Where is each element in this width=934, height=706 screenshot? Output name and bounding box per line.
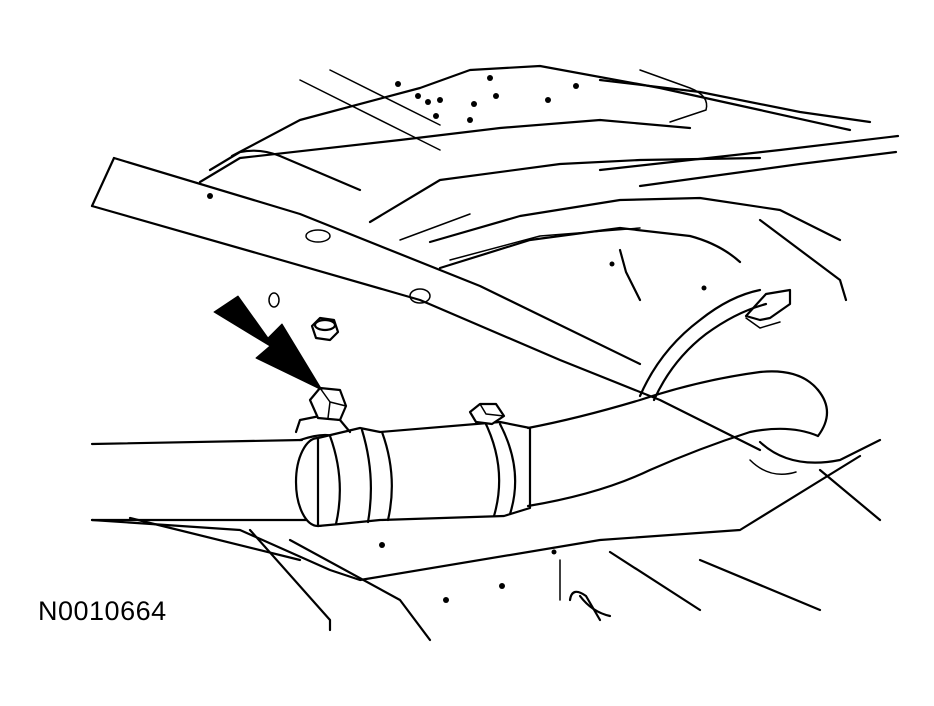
floor-pan bbox=[198, 64, 900, 302]
exhaust-clamp bbox=[294, 414, 532, 528]
figure-id-label: N0010664 bbox=[38, 596, 167, 626]
callout-arrow bbox=[213, 295, 323, 391]
clamp-nut bbox=[308, 386, 348, 422]
exhaust-pipe-outlet bbox=[526, 370, 882, 508]
fuel-line bbox=[638, 288, 792, 402]
exhaust-pipe-inlet bbox=[90, 433, 342, 528]
frame-bolt bbox=[310, 316, 340, 342]
clamp-nut-2 bbox=[468, 402, 506, 426]
floor-holes bbox=[207, 75, 707, 308]
frame-rail bbox=[90, 156, 882, 642]
